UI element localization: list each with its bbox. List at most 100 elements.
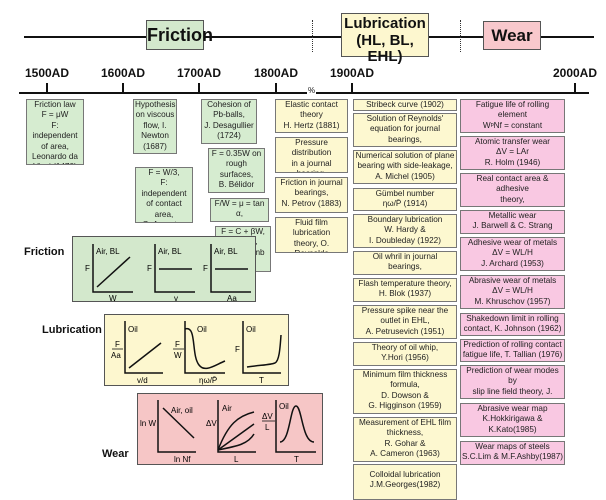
event-challen-oxley: Prediction of wear modes by slip line fi… xyxy=(460,365,565,399)
plot-y-label: F xyxy=(85,264,90,273)
plot-y-label: ln W xyxy=(140,419,156,428)
event-dowson: Minimum film thickness formula, D. Dowso… xyxy=(353,369,457,414)
lubrication-plot-1: Oil F Aa v/d xyxy=(111,321,163,385)
lubrication-plot-3: Oil F T xyxy=(235,321,282,385)
era-wear-label: Wear xyxy=(483,21,541,50)
event-barwell: Metallic wear J. Barwell & C. Strang (19… xyxy=(460,210,565,234)
year-1900: 1900AD xyxy=(329,66,375,80)
era-lubrication-line2: (HL, BL, EHL) xyxy=(356,31,414,65)
plot-x-label: ln Nf xyxy=(174,455,191,464)
plot-x-label: v/d xyxy=(137,376,148,385)
event-bowden-tabor: Real contact area & adhesive theory, F. … xyxy=(460,173,565,207)
plot-condition: Oil xyxy=(246,325,256,334)
tick xyxy=(46,83,48,93)
friction-graph-panel: Air, BL F W Air, BL F v Air, BL F Aa xyxy=(72,236,256,303)
era-separator xyxy=(460,20,461,52)
plot-y-label: F xyxy=(235,345,240,354)
event-hokkirigawa: Abrasive wear map K.Hokkirigawa & K.Kato… xyxy=(460,403,565,437)
plot-y-num: F xyxy=(115,340,120,349)
event-gumbel: Gümbel number ηω/P̄ (1914) xyxy=(353,188,457,211)
event-blok: Flash temperature theory, H. Blok (1937) xyxy=(353,278,457,302)
graph-row-label-lubrication: Lubrication xyxy=(42,324,102,336)
plot-condition: Air, BL xyxy=(158,247,182,256)
plot-y-label: ΔV xyxy=(206,419,217,428)
wear-plot-3: Oil ΔV L T xyxy=(262,400,316,464)
friction-plot-1: Air, BL F W xyxy=(85,244,133,303)
plot-y-den: Aa xyxy=(111,351,121,360)
plot-y-num: ΔV xyxy=(262,412,273,421)
event-desagullier: Cohesion of Pb-balls, J. Desagullier (17… xyxy=(201,99,257,144)
event-johnson: Shakedown limit in rolling contact, K. J… xyxy=(460,313,565,336)
plot-condition: Air, oil xyxy=(171,406,193,415)
event-tallian: Prediction of rolling contact fatigue li… xyxy=(460,339,565,362)
plot-x-label: ηω/P̄ xyxy=(199,376,217,385)
plot-condition: Oil xyxy=(128,325,138,334)
event-newton: Hypothesis on viscous flow, I. Newton (1… xyxy=(133,99,177,154)
year-1500: 1500AD xyxy=(24,66,70,80)
plot-x-label: v xyxy=(174,294,178,303)
tick xyxy=(351,83,353,93)
wear-plot-1: Air, oil ln W ln Nf xyxy=(140,400,196,464)
event-palmgren: Fatigue life of rolling element WᵖNf = c… xyxy=(460,99,565,133)
event-stribeck: Stribeck curve (1902) xyxy=(353,99,457,111)
event-sommerfeld: Solution of Reynolds' equation for journ… xyxy=(353,113,457,147)
event-petrov: Friction in journal bearings, N. Petrov … xyxy=(275,177,348,213)
friction-plot-2: Air, BL F v xyxy=(147,244,195,303)
year-2000: 2000AD xyxy=(552,66,598,80)
plot-y-num: F xyxy=(175,340,180,349)
era-separator xyxy=(312,20,313,52)
year-1800: 1800AD xyxy=(253,66,299,80)
event-davinci: Friction law F = μW F: independent of ar… xyxy=(26,99,84,165)
era-lubrication-label: Lubrication (HL, BL, EHL) xyxy=(341,13,429,65)
plot-y-den: W xyxy=(174,351,182,360)
plot-x-label: W xyxy=(109,294,117,303)
lubrication-graph-panel: Oil F Aa v/d Oil F W ηω/P̄ Oil F T xyxy=(104,314,289,386)
plot-x-label: T xyxy=(294,455,299,464)
wear-graph-panel: Air, oil ln W ln Nf Air ΔV L Oil ΔV L T xyxy=(137,393,323,465)
graph-row-label-wear: Wear xyxy=(102,448,129,460)
timeline-break-symbol: % xyxy=(307,86,317,95)
tick xyxy=(275,83,277,93)
lubrication-plot-2: Oil F W ηω/P̄ xyxy=(173,321,226,385)
event-michel: Numerical solution of plane bearing with… xyxy=(353,150,457,184)
event-holm: Atomic transfer wear ΔV = LAr R. Holm (1… xyxy=(460,136,565,170)
plot-condition: Air xyxy=(222,404,232,413)
event-petrusevich: Pressure spike near the outlet in EHL, A… xyxy=(353,305,457,339)
wear-graphs: Air, oil ln W ln Nf Air ΔV L Oil ΔV L T xyxy=(140,400,316,464)
tick xyxy=(122,83,124,93)
plot-x-label: Aa xyxy=(227,294,237,303)
tick xyxy=(574,83,576,93)
tick xyxy=(198,83,200,93)
wear-plot-2: Air ΔV L xyxy=(206,400,256,464)
plot-condition: Oil xyxy=(197,325,207,334)
plot-condition: Air, BL xyxy=(96,247,120,256)
event-archard: Adhesive wear of metals ΔV = WL/H J. Arc… xyxy=(460,237,565,271)
era-line xyxy=(24,36,594,38)
graph-row-label-friction: Friction xyxy=(24,246,65,258)
event-euller: F/W = μ = tan α, L. Euller (1750) xyxy=(210,198,269,222)
plot-y-label: F xyxy=(203,264,208,273)
plot-y-den: L xyxy=(265,423,270,432)
event-lim-ashby: Wear maps of steels S.C.Lim & M.F.Ashby(… xyxy=(460,441,565,465)
plot-condition: Air, BL xyxy=(214,247,238,256)
timeline-axis xyxy=(19,92,589,94)
event-hardy: Boundary lubrication W. Hardy & I. Doubl… xyxy=(353,214,457,248)
plot-x-label: T xyxy=(259,376,264,385)
event-georges: Colloidal lubrication J.M.Georges(1982) xyxy=(353,464,457,500)
lubrication-graphs: Oil F Aa v/d Oil F W ηω/P̄ Oil F T xyxy=(111,321,282,385)
event-belidor: F = 0.35W on rough surfaces, B. Bélidor … xyxy=(208,148,265,193)
era-lubrication-line1: Lubrication xyxy=(344,15,426,32)
event-hori: Theory of oil whip, Y.Hori (1956) xyxy=(353,342,457,366)
plot-condition: Oil xyxy=(279,402,289,411)
event-hertz: Elastic contact theory H. Hertz (1881) xyxy=(275,99,348,133)
event-tower: Pressure distribution in a journal beari… xyxy=(275,137,348,173)
event-gohar: Measurement of EHL film thickness, R. Go… xyxy=(353,417,457,462)
event-khruschov: Abrasive wear of metals ΔV = WL/H M. Khr… xyxy=(460,275,565,309)
plot-x-label: L xyxy=(234,455,239,464)
plot-y-label: F xyxy=(147,264,152,273)
event-newkirk: Oil whril in journal bearings, B. Newkir… xyxy=(353,251,457,275)
era-friction-label: Friction xyxy=(146,20,213,50)
year-1600: 1600AD xyxy=(100,66,146,80)
friction-graphs: Air, BL F W Air, BL F v Air, BL F Aa xyxy=(85,244,251,303)
friction-plot-3: Air, BL F Aa xyxy=(203,244,251,303)
